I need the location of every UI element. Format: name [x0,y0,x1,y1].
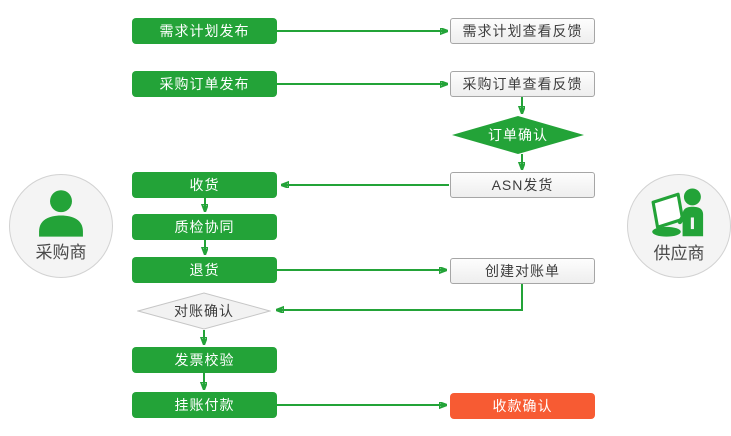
node-demand-plan-feedback: 需求计划查看反馈 [450,18,595,44]
node-order-confirm: 订单确认 [452,116,584,154]
node-book-payment: 挂账付款 [132,392,277,418]
person-icon [39,190,83,237]
node-invoice-check: 发票校验 [132,347,277,373]
node-asn-ship: ASN发货 [450,172,595,198]
node-returns: 退货 [132,257,277,283]
node-demand-plan-publish: 需求计划发布 [132,18,277,44]
node-statement-confirm-label: 对账确认 [174,303,234,319]
node-order-confirm-label: 订单确认 [488,127,548,143]
node-create-statement: 创建对账单 [450,258,595,284]
actor-buyer-label: 采购商 [35,243,87,262]
node-po-publish: 采购订单发布 [132,71,277,97]
diamond-shape [452,116,584,154]
node-quality-collab: 质检协同 [132,214,277,240]
actor-buyer: 采购商 [9,174,113,278]
person-laptop-icon [651,188,704,237]
node-payment-confirm: 收款确认 [450,393,595,419]
node-statement-confirm: 对账确认 [137,292,271,330]
diamond-shape [137,292,271,330]
node-receive: 收货 [132,172,277,198]
node-po-feedback: 采购订单查看反馈 [450,71,595,97]
connector-statement-to-confirm [277,284,523,310]
actor-supplier: 供应商 [627,174,731,278]
actor-supplier-label: 供应商 [653,244,705,263]
